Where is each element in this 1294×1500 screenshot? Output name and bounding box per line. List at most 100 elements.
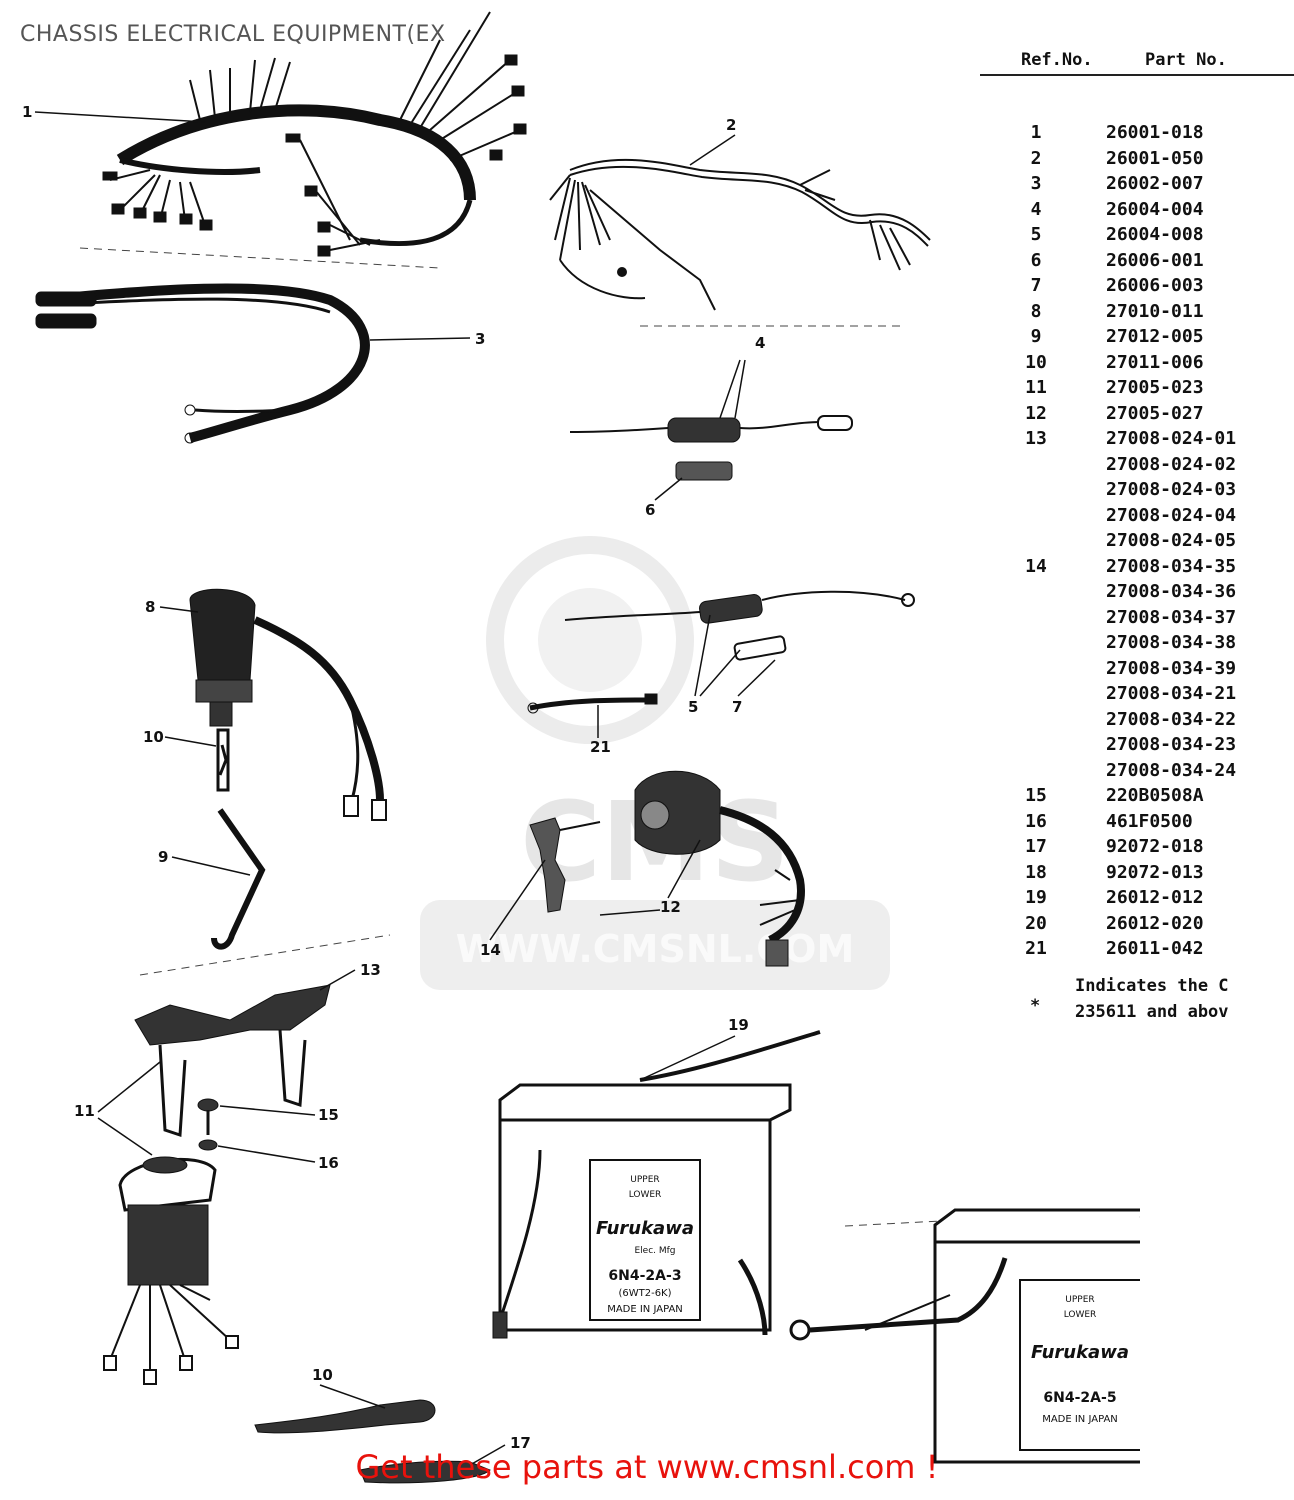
part-10-switch-key	[216, 728, 230, 792]
callout-2: 2	[726, 116, 736, 134]
callout-1: 1	[22, 103, 32, 121]
part-8-ignition-switch	[189, 588, 387, 821]
part-12-switch-assembly	[634, 770, 805, 967]
part-no: 27008-034-36	[1106, 581, 1237, 602]
part-no: 26004-008	[1106, 224, 1204, 245]
callout-11: 11	[74, 1102, 95, 1120]
note-marker: *	[1030, 996, 1041, 1016]
callout-10-upper: 10	[143, 728, 164, 746]
watermark: CMS WWW.CMSNL.COM	[420, 536, 890, 990]
part-no: 26006-001	[1106, 249, 1204, 271]
part-no: 26002-007	[1106, 173, 1204, 194]
part-no: 27008-024-05	[1106, 530, 1237, 551]
page-title: CHASSIS ELECTRICAL EQUIPMENT(EX	[20, 22, 446, 47]
battery20-upper-label: UPPER	[1065, 1295, 1094, 1305]
ref-no: 20	[1025, 912, 1047, 934]
battery19-made-in: MADE IN JAPAN	[607, 1304, 683, 1315]
footer-link-text[interactable]: Get these parts at www.cmsnl.com !	[355, 1448, 939, 1486]
part-no: 26004-004	[1106, 198, 1204, 220]
part-5-fuse-holder	[564, 590, 915, 661]
ref-no: 13	[1025, 428, 1047, 449]
part-no: 461F0500	[1106, 810, 1193, 832]
part-no: 220B0508A	[1106, 785, 1204, 806]
battery19-model: 6N4-2A-3	[608, 1268, 681, 1284]
header-rule	[980, 74, 1294, 76]
part-no: 27010-011	[1106, 300, 1204, 322]
ref-no: 11	[1025, 377, 1047, 398]
battery20-brand: Furukawa	[1031, 1342, 1129, 1363]
part-no: 92072-018	[1106, 836, 1204, 857]
part-no: 26011-042	[1106, 938, 1204, 959]
part-no: 92072-013	[1106, 861, 1204, 883]
callout-9: 9	[158, 848, 168, 866]
ref-no: 14	[1025, 555, 1047, 577]
part-14-lever	[529, 817, 601, 913]
ref-no: 3	[1030, 173, 1042, 194]
callout-10-lower: 10	[312, 1366, 333, 1384]
part-no: 27005-027	[1106, 402, 1204, 424]
part-no: 26012-020	[1106, 912, 1204, 934]
part-no: 27008-034-37	[1106, 606, 1237, 628]
part-no: 27008-034-39	[1106, 657, 1237, 679]
ref-no: 2	[1030, 147, 1042, 169]
ref-no: 1	[1030, 122, 1042, 143]
part-no: 27008-024-04	[1106, 504, 1237, 526]
part-18-strap	[254, 1399, 436, 1434]
callout-6: 6	[645, 501, 655, 519]
part-no: 27008-024-01	[1106, 428, 1237, 449]
part-no: 27005-023	[1106, 377, 1204, 398]
parts-note: * Indicates the C 235611 and abov	[980, 976, 1229, 1076]
callout-14: 14	[480, 941, 501, 959]
callout-19: 19	[728, 1016, 749, 1034]
part-16-washer	[198, 1139, 218, 1151]
battery19-brand: Furukawa	[596, 1218, 694, 1239]
part-20-battery: UPPER LOWER Furukawa 6N4-2A-5 MADE IN JA…	[789, 1208, 1140, 1464]
part-no: 26001-018	[1106, 122, 1204, 143]
callout-16: 16	[318, 1154, 339, 1172]
part-no: 27008-024-03	[1106, 479, 1237, 500]
callout-5: 5	[688, 698, 698, 716]
part-9-rod	[211, 808, 266, 950]
callout-12: 12	[660, 898, 681, 916]
part-no: 27012-005	[1106, 326, 1204, 347]
part-21-lead-wire	[527, 693, 658, 714]
callout-7: 7	[732, 698, 742, 716]
battery20-made-in: MADE IN JAPAN	[1042, 1414, 1118, 1425]
battery19-code: (6WT2-6K)	[618, 1288, 671, 1299]
ref-no: 6	[1030, 249, 1042, 271]
part-19-battery: UPPER LOWER Furukawa Elec. Mfg 6N4-2A-3 …	[492, 1030, 821, 1339]
part-no: 26012-012	[1106, 887, 1204, 908]
exploded-parts-diagram: CMS WWW.CMSNL.COM 1	[22, 11, 960, 1484]
watermark-url: WWW.CMSNL.COM	[456, 927, 855, 971]
ref-no: 21	[1025, 938, 1047, 959]
header-part-no: Part No.	[1144, 50, 1227, 70]
part-1-main-harness	[102, 11, 527, 257]
battery19-sub: Elec. Mfg	[634, 1246, 675, 1256]
part-15-screw	[197, 1098, 219, 1135]
part-3-cable	[35, 283, 370, 444]
ref-no: 7	[1030, 275, 1042, 296]
battery19-upper-label: UPPER	[630, 1175, 659, 1185]
battery19-lower-label: LOWER	[629, 1190, 662, 1200]
ref-no: 4	[1030, 198, 1042, 220]
part-4-fuse-holder	[569, 415, 853, 481]
callout-13: 13	[360, 961, 381, 979]
battery20-lower-label: LOWER	[1064, 1310, 1097, 1320]
part-no: 27008-024-02	[1106, 453, 1237, 475]
part-no: 27008-034-38	[1106, 632, 1237, 653]
part-13-key-holder	[134, 984, 331, 1138]
note-line-2: 235611 and abov	[1075, 1002, 1229, 1022]
part-17-strap	[359, 1460, 491, 1484]
ref-no: 15	[1025, 785, 1047, 806]
header-ref-no: Ref.No.	[1020, 50, 1093, 70]
part-no: 27008-034-21	[1106, 683, 1237, 704]
callout-15: 15	[318, 1106, 339, 1124]
battery20-model: 6N4-2A-5	[1043, 1390, 1116, 1406]
callout-8: 8	[145, 598, 155, 616]
ref-no: 8	[1030, 300, 1042, 322]
ref-no: 17	[1025, 836, 1047, 857]
ref-no: 9	[1030, 326, 1042, 347]
ref-no: 16	[1025, 810, 1047, 832]
part-no: 27008-034-23	[1106, 734, 1237, 755]
part-no: 26001-050	[1106, 147, 1204, 169]
